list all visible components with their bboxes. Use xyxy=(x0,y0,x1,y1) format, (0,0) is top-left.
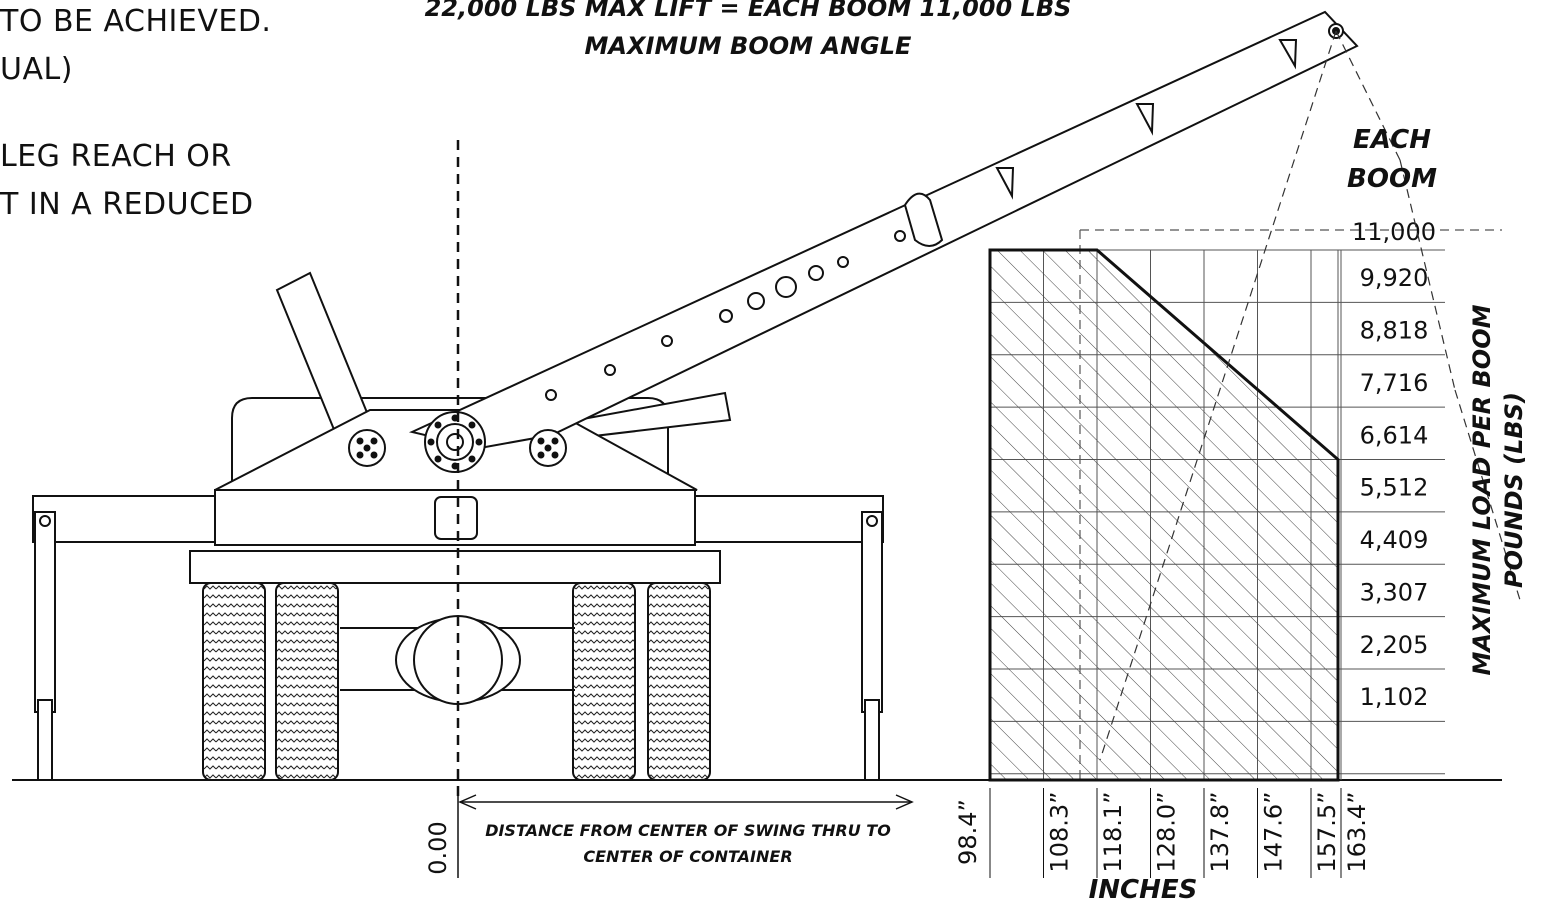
distance-arrow xyxy=(458,794,914,810)
tire-group-left xyxy=(202,582,339,781)
truck xyxy=(32,271,884,781)
y-tick-labels: 11,000 9,920 8,818 7,716 6,614 5,512 4,409 3,30… xyxy=(1352,218,1436,711)
y-tick-label: 3,307 xyxy=(1360,578,1429,606)
each-boom-label-1: EACH xyxy=(1353,125,1431,155)
distance-label-2: CENTER OF CONTAINER xyxy=(583,847,792,866)
tire-2 xyxy=(275,582,339,781)
x-tick-label: 98.4” xyxy=(954,799,982,865)
y-tick-label: 1,102 xyxy=(1360,683,1429,711)
y-tick-label: 2,205 xyxy=(1360,631,1429,659)
pivot-hubs xyxy=(348,411,567,473)
y-axis-title-1: MAXIMUM LOAD PER BOOM xyxy=(1468,304,1496,675)
tire-4 xyxy=(647,582,711,781)
y-axis-title-2: POUNDS (LBS) xyxy=(1500,392,1528,588)
x-tick-label: 163.4” xyxy=(1343,791,1371,872)
x-tick-labels: 98.4” 108.3” 118.1” 128.0” 137.8” 147.6” 157.5… xyxy=(954,788,1371,878)
y-tick-label: 6,614 xyxy=(1360,421,1429,449)
left-outrigger-foot xyxy=(37,699,53,781)
x-tick-label: 128.0” xyxy=(1153,791,1181,872)
y-tick-label: 9,920 xyxy=(1360,264,1429,292)
x-tick-label: 118.1” xyxy=(1099,791,1127,872)
load-area-fill xyxy=(990,250,1338,780)
rotator-center-block xyxy=(434,496,478,540)
x-tick-label: 157.5” xyxy=(1313,791,1341,872)
note-line-2: UAL) xyxy=(0,52,73,87)
x-tick-label: 108.3” xyxy=(1046,791,1074,872)
note-line-4: T IN A REDUCED xyxy=(0,187,254,222)
note-line-3: LEG REACH OR xyxy=(0,139,232,174)
right-outrigger-leg xyxy=(861,511,883,713)
tire-3 xyxy=(572,582,636,781)
x-axis-title: INCHES xyxy=(1089,875,1198,902)
boom-flange xyxy=(903,192,944,247)
y-tick-label: 11,000 xyxy=(1352,218,1436,246)
y-tick-label: 8,818 xyxy=(1360,317,1429,345)
tire-group-right xyxy=(572,582,711,781)
left-outrigger-leg xyxy=(34,511,56,713)
origin-label: 0.00 xyxy=(424,821,452,874)
chassis-platform xyxy=(189,550,721,584)
y-tick-label: 7,716 xyxy=(1360,369,1429,397)
tire-1 xyxy=(202,582,266,781)
distance-label-1: DISTANCE FROM CENTER OF SWING THRU TO xyxy=(485,821,891,840)
right-outrigger-foot xyxy=(864,699,880,781)
x-tick-label: 147.6” xyxy=(1260,791,1288,872)
each-boom-label-2: BOOM xyxy=(1347,164,1437,194)
x-tick-label: 137.8” xyxy=(1206,791,1234,872)
header-line-1: 22,000 LBS MAX LIFT = EACH BOOM 11,000 L… xyxy=(425,0,1072,22)
reach-lines xyxy=(1099,30,1521,761)
load-area-outline xyxy=(988,248,1340,782)
note-line-1: TO BE ACHIEVED. xyxy=(0,4,272,39)
y-tick-label: 5,512 xyxy=(1360,474,1429,502)
header-line-2: MAXIMUM BOOM ANGLE xyxy=(585,32,912,60)
left-outrigger-pin xyxy=(39,515,51,527)
y-tick-label: 4,409 xyxy=(1360,526,1429,554)
load-chart: 11,000 9,920 8,818 7,716 6,614 5,512 4,409 3,30… xyxy=(954,218,1502,878)
right-outrigger-pin xyxy=(866,515,878,527)
